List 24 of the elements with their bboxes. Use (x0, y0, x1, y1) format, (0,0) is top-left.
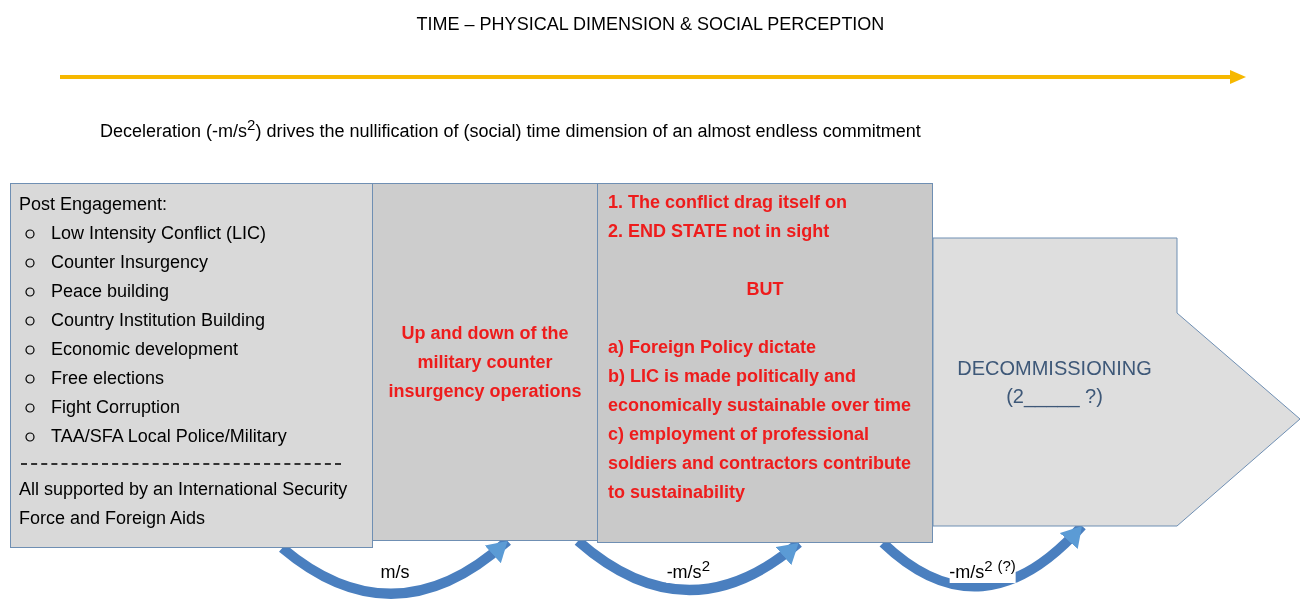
heading-text: Post Engagement: (19, 193, 169, 216)
list-item: Free elections (51, 367, 165, 390)
body-text: c) employment of professional soldiers and contractors contribute to sustainability (608, 423, 913, 504)
emphasis-text: BUT (745, 278, 785, 301)
arrow-shape (932, 237, 1301, 527)
body-text: Up and down of the military counter insurgency operations (387, 321, 583, 403)
text-box (597, 183, 933, 543)
text-box (372, 183, 598, 541)
body-text: (2_____ ?) (1006, 383, 1103, 410)
list-item: Low Intensity Conflict (LIC) (51, 222, 267, 245)
note-text: All supported by an International Security Force and Foreign Aids (19, 478, 349, 530)
body-text: 1. The conflict drag itself on (608, 191, 849, 214)
text-box (10, 183, 373, 548)
list-item: Economic development (51, 338, 239, 361)
list-item: Peace building (51, 280, 170, 303)
list-item: Counter Insurgency (51, 251, 209, 274)
list-item: TAA/SFA Local Police/Military (51, 425, 287, 448)
diagram-title: TIME – PHYSICAL DIMENSION & SOCIAL PERCEPTION (415, 14, 886, 35)
list-item: Country Institution Building (51, 309, 266, 332)
body-text: 2. END STATE not in sight (608, 220, 831, 243)
subtitle-text: Deceleration (-m/s$^{2}$) drives the nullification of (social) time dimension of an almost endless commitment (100, 116, 921, 142)
body-text: a) Foreign Policy dictate (608, 336, 818, 359)
body-text: DECOMMISSIONING (957, 355, 1152, 381)
list-item: Fight Corruption (51, 396, 181, 419)
